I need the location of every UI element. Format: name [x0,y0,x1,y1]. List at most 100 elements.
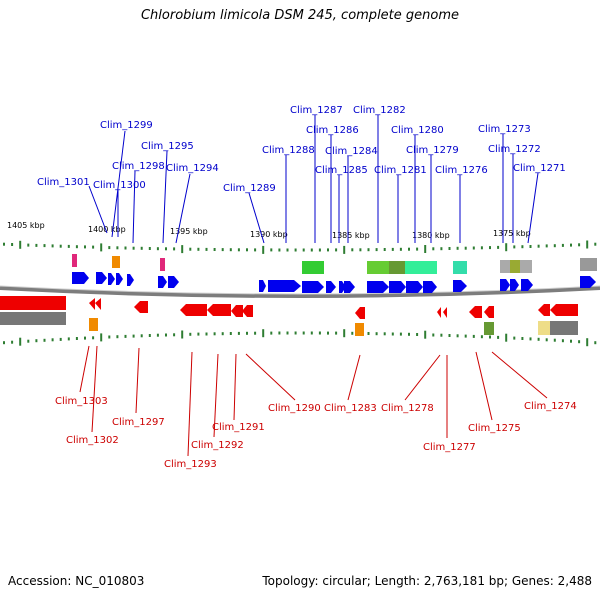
gene-label: Clim_1302 [66,435,119,446]
gene-arrow [302,281,324,293]
scale-ticks-bottom [3,329,597,347]
gene-label: Clim_1287 [290,105,343,116]
gene-label: Clim_1271 [513,163,566,174]
gene-label: Clim_1285 [315,165,368,176]
gene-label: Clim_1291 [212,422,265,433]
leader-line [347,354,361,401]
gene-label: Clim_1272 [488,144,541,155]
feature-box [72,254,77,267]
topology-summary: Topology: circular; Length: 2,763,181 bp… [262,574,592,588]
feature-box [89,318,98,331]
feature-track-top [72,254,597,274]
scale-label-1375: 1375 kbp [493,229,531,238]
gene-arrow [339,281,346,293]
scale-label-1400: 1400 kbp [88,225,126,234]
bottom-label-text: Clim_1303 Clim_1302 Clim_1297 Clim_1293 … [55,396,577,470]
feature-box [367,261,389,274]
gene-arrow [437,307,441,318]
gene-arrow [72,272,89,284]
gene-label: Clim_1290 [268,403,321,414]
gene-label: Clim_1286 [306,125,359,136]
top-label-text: Clim_1301 Clim_1300 Clim_1299 Clim_1298 … [37,105,566,194]
bottom-labels [79,345,548,457]
feature-track-bottom [0,312,578,336]
forward-gene-track [72,272,596,293]
leader-line [111,130,126,238]
gene-arrow [96,272,107,284]
feature-box [160,258,165,271]
gene-arrow [484,306,494,318]
feature-box [112,256,120,268]
gene-arrow [580,276,596,288]
leader-line [79,345,90,393]
gene-arrow [207,304,231,316]
feature-box [580,258,597,271]
gene-label: Clim_1293 [164,459,217,470]
gene-label: Clim_1274 [524,401,577,412]
leader-line [175,173,191,244]
gene-label: Clim_1284 [325,146,378,157]
gene-label: Clim_1295 [141,141,194,152]
gene-label: Clim_1288 [262,145,315,156]
gene-label: Clim_1294 [166,163,219,174]
gene-arrow [521,279,533,291]
feature-box [389,261,405,274]
scale-label-1395: 1395 kbp [170,227,208,236]
gene-arrow [158,276,167,288]
gene-arrow [180,304,207,316]
gene-arrow [550,304,578,316]
leader-line [91,345,98,433]
gene-arrow [116,273,123,285]
gene-arrow [344,281,355,293]
gene-arrow [242,305,253,317]
gene-label: Clim_1301 [37,177,90,188]
gene-label: Clim_1298 [112,161,165,172]
scale-label-1405: 1405 kbp [7,221,45,230]
leader-line [132,170,136,244]
genome-backbone-highlight [0,285,600,295]
gene-arrow [538,304,550,316]
feature-box [500,260,510,273]
gene-label: Clim_1292 [191,440,244,451]
gene-arrow [89,298,95,310]
leader-line [88,185,108,234]
feature-box [302,261,324,274]
gene-arrow [453,280,467,292]
gene-label: Clim_1297 [112,417,165,428]
gene-arrow [389,281,406,293]
gene-label: Clim_1303 [55,396,108,407]
leader-line [404,354,441,401]
gene-arrow [134,301,148,313]
scale-labels: 1405 kbp 1400 kbp 1395 kbp 1390 kbp 1385… [7,221,531,240]
accession-text: Accession: NC_010803 [8,574,145,588]
gene-arrow [0,296,66,310]
gene-label: Clim_1277 [423,442,476,453]
reverse-gene-track [0,296,578,319]
leader-line [135,347,140,414]
gene-arrow [443,307,447,318]
leader-line [233,353,237,421]
feature-box [453,261,467,274]
feature-box [510,260,520,273]
leader-line [162,150,168,244]
gene-arrow [108,273,115,285]
gene-arrow [259,280,266,292]
gene-arrow [168,276,179,288]
gene-label: Clim_1278 [381,403,434,414]
gene-label: Clim_1283 [324,403,377,414]
map-title: Chlorobium limicola DSM 245, complete ge… [140,8,460,23]
scale-ticks-top [3,240,597,254]
feature-box [0,312,66,325]
leader-line [491,351,548,399]
gene-arrow [367,281,389,293]
gene-arrow [510,279,519,291]
gene-arrow [95,298,101,310]
gene-arrow [326,281,336,293]
gene-arrow [500,279,510,291]
gene-label: Clim_1281 [374,165,427,176]
gene-arrow [406,281,423,293]
gene-label: Clim_1289 [223,183,276,194]
scale-label-1390: 1390 kbp [250,230,288,239]
gene-label: Clim_1276 [435,165,488,176]
gene-label: Clim_1279 [406,145,459,156]
